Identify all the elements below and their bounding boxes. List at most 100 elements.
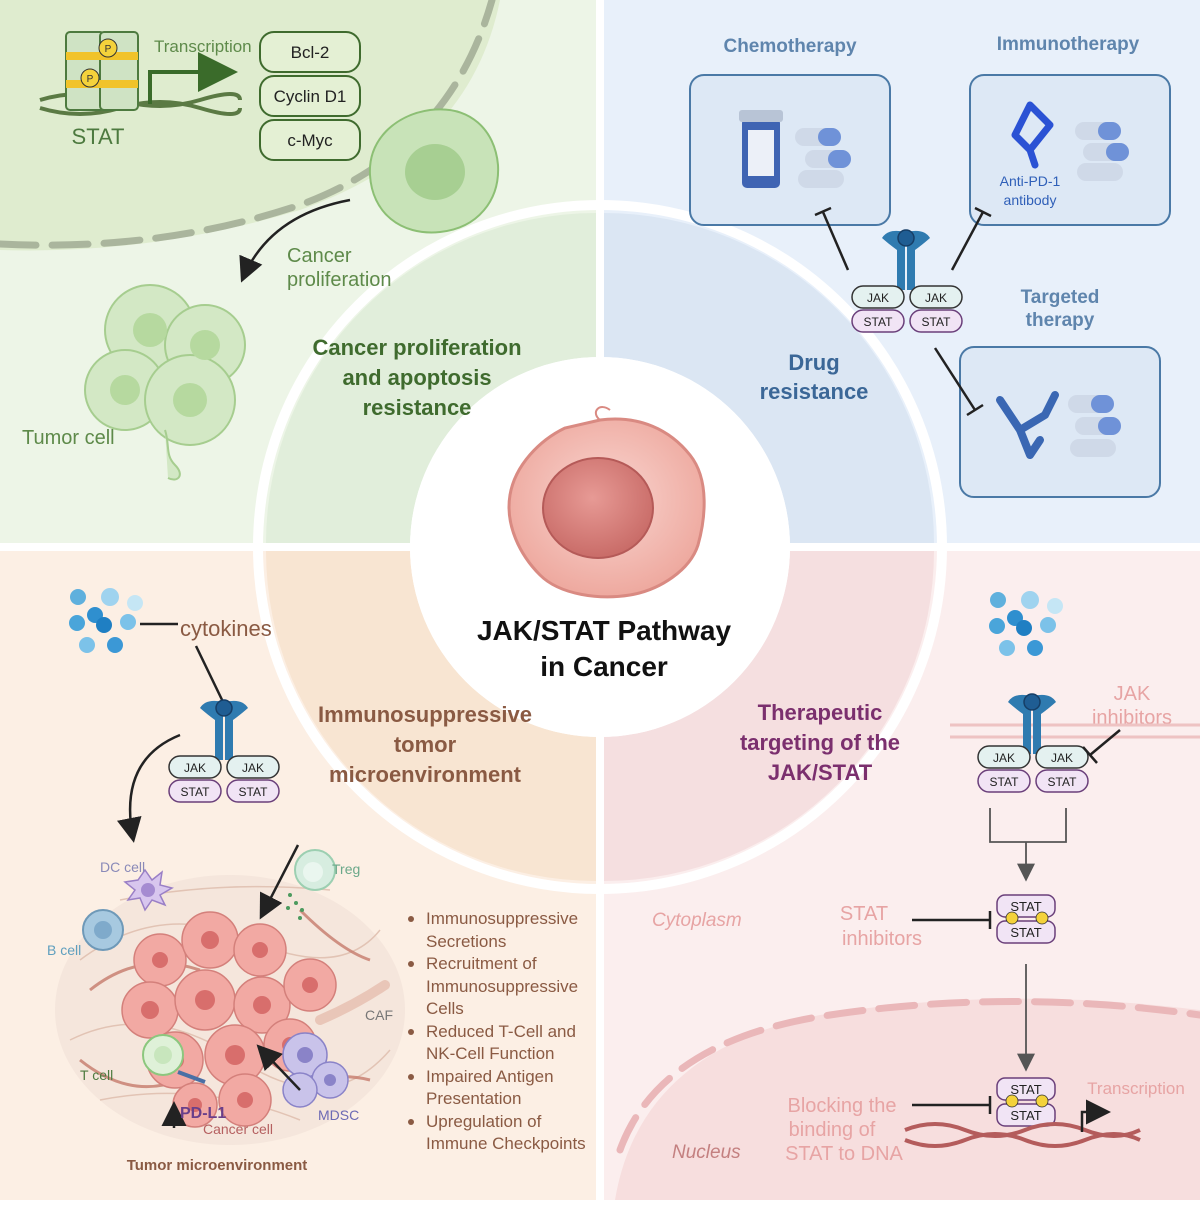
tme-effects-list: Immunosuppressive Secretions Recruitment… bbox=[406, 908, 606, 1156]
effect-item: Recruitment of Immunosuppressive Cells bbox=[406, 953, 606, 1021]
nuclear-membrane-tl bbox=[0, 0, 496, 249]
b-cell-label: B cell bbox=[47, 942, 81, 958]
gene-c-myc: c-Myc bbox=[287, 131, 333, 150]
jak-label-br-left: JAK bbox=[993, 751, 1015, 765]
bl-heading-line3: microenvironment bbox=[329, 762, 522, 787]
tr-heading-line2: resistance bbox=[760, 379, 869, 404]
effect-item: Upregulation of Immune Checkpoints bbox=[406, 1111, 606, 1156]
pdl1-label: PD-L1 bbox=[180, 1105, 226, 1122]
blocking-line3: STAT to DNA bbox=[785, 1143, 903, 1165]
jak-label-br-right: JAK bbox=[1051, 751, 1073, 765]
tumor-cell-cluster bbox=[84, 284, 246, 481]
b-cell bbox=[82, 909, 124, 951]
stat-label-tl: STAT bbox=[72, 124, 125, 149]
effect-item: Immunosuppressive Secretions bbox=[406, 908, 606, 953]
antibody-line2: antibody bbox=[1004, 192, 1057, 208]
inhibition-lines-tr bbox=[814, 206, 992, 417]
t-cell-label: T cell bbox=[80, 1067, 113, 1083]
cytokine-to-receptor-line bbox=[194, 645, 227, 707]
signal-bracket-br bbox=[989, 808, 1067, 843]
mdsc-label: MDSC bbox=[318, 1107, 359, 1123]
tumor-microenvironment bbox=[55, 844, 405, 1145]
immunotherapy-box bbox=[969, 74, 1171, 226]
receptor-to-tme-arrow bbox=[116, 733, 181, 843]
capsule-icon-targeted bbox=[1068, 395, 1121, 457]
stat-lower-b: STAT bbox=[1010, 1108, 1041, 1123]
dc-cell bbox=[123, 868, 174, 912]
br-heading-line1: Therapeutic bbox=[758, 700, 883, 725]
pill-bottle-icon bbox=[739, 110, 783, 188]
blocking-line2: binding of bbox=[789, 1119, 876, 1141]
bl-heading-line2: tomor bbox=[394, 732, 457, 757]
gene-boxes bbox=[259, 31, 361, 161]
stat-label-br-left: STAT bbox=[990, 775, 1020, 789]
stat-label-br-right: STAT bbox=[1048, 775, 1078, 789]
p-marker-2: P bbox=[87, 74, 94, 85]
stat-dimer-br-upper bbox=[996, 894, 1056, 944]
t-cell bbox=[142, 1034, 206, 1084]
cell-membrane-br bbox=[950, 723, 1200, 739]
gene-cyclin-d1: Cyclin D1 bbox=[274, 87, 347, 106]
effect-item: Impaired Antigen Presentation bbox=[406, 1066, 606, 1111]
stat-label-tr-left: STAT bbox=[864, 315, 894, 329]
stat-inhibitor-line1: STAT bbox=[840, 903, 888, 925]
tl-heading-line1: Cancer proliferation bbox=[312, 335, 521, 360]
jak-inhibitor-line1: JAK bbox=[1114, 683, 1151, 705]
p-marker-1: P bbox=[105, 44, 112, 55]
blocking-inhibitor-line bbox=[912, 1096, 992, 1114]
cytokine-dots-bl bbox=[69, 588, 143, 653]
dna-strand-br bbox=[904, 1122, 1141, 1148]
proliferation-arrow bbox=[239, 198, 351, 283]
receptor-bl bbox=[168, 699, 280, 803]
targeted-line2: therapy bbox=[1026, 310, 1095, 331]
receptor-tr bbox=[851, 229, 963, 333]
center-title-line1: JAK/STAT Pathway bbox=[477, 615, 732, 646]
blocking-line1: Blocking the bbox=[788, 1095, 897, 1117]
cancer-cell-label: Cancer cell bbox=[203, 1121, 273, 1137]
jak-label-bl-right: JAK bbox=[242, 761, 264, 775]
proliferation-line1: Cancer bbox=[287, 245, 352, 267]
tl-heading-line3: resistance bbox=[363, 395, 472, 420]
stat-dimer-br-lower bbox=[996, 1077, 1056, 1127]
jak-label-tr-left: JAK bbox=[867, 291, 889, 305]
jak-label-bl-left: JAK bbox=[184, 761, 206, 775]
bl-heading-line1: Immunosuppressive bbox=[318, 702, 532, 727]
targeted-line1: Targeted bbox=[1021, 287, 1100, 308]
targeted-therapy-box bbox=[959, 346, 1161, 498]
stat-inhibitor-line bbox=[912, 911, 992, 929]
br-heading-line2: targeting of the bbox=[740, 730, 900, 755]
treg-cell bbox=[286, 849, 336, 920]
stat-upper-a: STAT bbox=[1010, 899, 1041, 914]
effect-item: Reduced T-Cell and NK-Cell Function bbox=[406, 1021, 606, 1066]
antibody-line1: Anti-PD-1 bbox=[1000, 173, 1061, 189]
stat-label-bl-left: STAT bbox=[181, 785, 211, 799]
jak-label-tr-right: JAK bbox=[925, 291, 947, 305]
capsule-icon-immuno bbox=[1075, 122, 1129, 181]
stat-dimer-tl bbox=[65, 31, 139, 111]
br-heading-line3: JAK/STAT bbox=[768, 760, 873, 785]
stat-upper-b: STAT bbox=[1010, 925, 1041, 940]
treg-label: Treg bbox=[332, 861, 360, 877]
treg-arrow bbox=[259, 844, 300, 920]
immunotherapy-label: Immunotherapy bbox=[997, 34, 1140, 55]
mdsc-cells bbox=[282, 1032, 349, 1108]
gene-bcl2: Bcl-2 bbox=[291, 43, 330, 62]
caf-cell bbox=[315, 980, 390, 1025]
transcription-arrow bbox=[148, 52, 238, 104]
center-title-line2: in Cancer bbox=[540, 651, 668, 682]
center-tumor-cell bbox=[507, 406, 706, 599]
stat-lower-a: STAT bbox=[1010, 1082, 1041, 1097]
chemotherapy-box bbox=[689, 74, 891, 226]
cytokines-label: cytokines bbox=[180, 616, 272, 641]
caf-label: CAF bbox=[365, 1007, 393, 1023]
capsule-icon-chemo bbox=[795, 128, 851, 188]
nucleus-label: Nucleus bbox=[672, 1142, 741, 1163]
targeted-antibody-icon bbox=[996, 391, 1059, 459]
stat-label-bl-right: STAT bbox=[239, 785, 269, 799]
dc-cell-label: DC cell bbox=[100, 859, 145, 875]
jak-inhibitor-line bbox=[1082, 729, 1121, 764]
stat-inhibitor-line2: inhibitors bbox=[842, 928, 922, 950]
tumor-cell-label: Tumor cell bbox=[22, 427, 115, 449]
tr-heading-line1: Drug bbox=[788, 350, 839, 375]
